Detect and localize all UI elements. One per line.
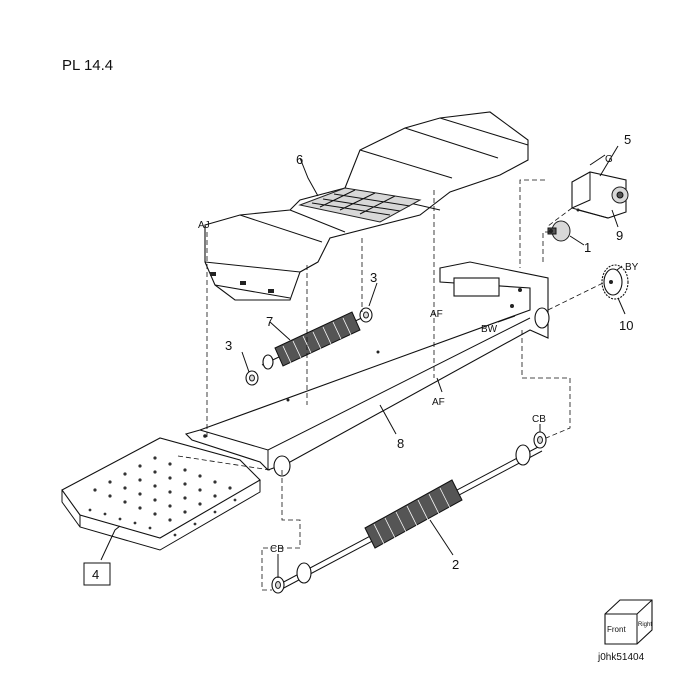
figure-id: j0hk51404	[597, 652, 645, 663]
part-4-perforated-panel	[61, 437, 261, 551]
cb-bushing-left	[271, 576, 285, 594]
callout-5: 5	[624, 132, 631, 147]
callout-9: 9	[616, 228, 623, 243]
ref-by: BY	[625, 262, 639, 273]
callout-4: 4	[92, 567, 99, 582]
ref-cb-right: CB	[532, 414, 546, 425]
part-7-spring-roll	[261, 311, 369, 370]
filter-mesh	[311, 189, 411, 216]
callout-1: 1	[584, 240, 591, 255]
part-8-frame	[184, 261, 550, 477]
ref-bw: BW	[481, 324, 498, 335]
page-title: PL 14.4	[62, 57, 114, 74]
ref-cb-left: CB	[270, 544, 284, 555]
orientation-front: Front	[607, 625, 626, 634]
callout-3-right: 3	[370, 270, 377, 285]
ref-g: G	[605, 154, 613, 165]
guide-lines	[177, 179, 606, 591]
leader-lines	[100, 145, 626, 578]
ref-af-upper: AF	[430, 309, 443, 320]
panel-holes	[88, 456, 237, 537]
ref-aj: AJ	[198, 220, 210, 231]
ref-af-lower: AF	[432, 397, 445, 408]
part-3-washer-left	[245, 370, 259, 386]
part-9-shaft	[576, 208, 609, 219]
orientation-right: Right	[638, 622, 652, 628]
part-3-washer-right	[359, 307, 373, 323]
callout-3-left: 3	[225, 338, 232, 353]
part-2-long-roll	[277, 444, 543, 591]
callout-10: 10	[619, 318, 633, 333]
part-10-large-gear	[601, 264, 629, 300]
callout-4-box	[83, 562, 111, 586]
orientation-cube-icon: Front Right	[604, 599, 653, 645]
callout-6: 6	[296, 152, 303, 167]
callout-8: 8	[397, 436, 404, 451]
part-5-bracket	[571, 171, 629, 219]
callout-2: 2	[452, 557, 459, 572]
cb-bushing-right	[533, 431, 547, 449]
callout-7: 7	[266, 314, 273, 329]
part-6-cover-assembly	[204, 111, 529, 301]
